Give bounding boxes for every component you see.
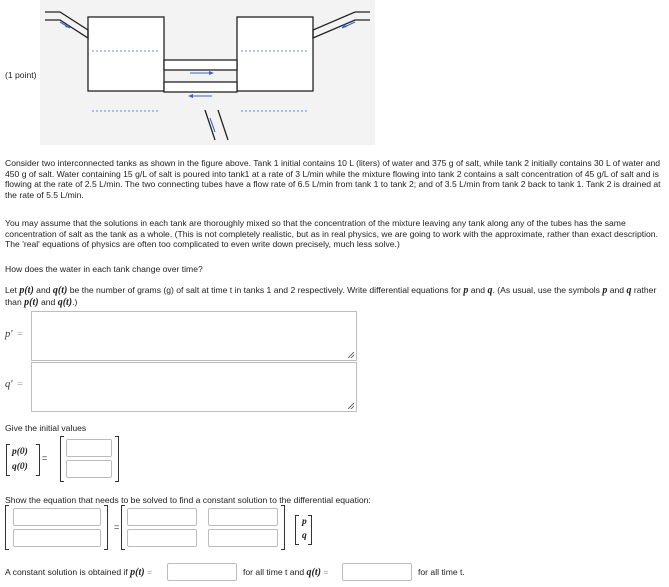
constant-p-input[interactable] <box>167 563 237 581</box>
matrix-right-bracket <box>281 505 285 550</box>
q-prime-label: q′ = <box>5 379 24 390</box>
matrix-r1c2-input[interactable] <box>208 508 278 526</box>
constant-solution-text-b: for all time t and q(t) = <box>243 567 329 578</box>
p0-input[interactable] <box>66 439 112 457</box>
vector-p0: p(0) <box>12 447 28 457</box>
resize-handle-icon[interactable] <box>348 352 354 358</box>
tank-2 <box>236 16 314 92</box>
matrix-r2c1-input[interactable] <box>127 529 197 547</box>
vector-q0: q(0) <box>12 462 28 472</box>
q0-input[interactable] <box>66 460 112 478</box>
vector-q: q <box>302 531 307 541</box>
problem-paragraph-1: Consider two interconnected tanks as sho… <box>5 158 661 200</box>
vector-p: p <box>302 517 307 527</box>
lhs-right-bracket <box>104 505 108 550</box>
initial-vector-left-bracket <box>6 444 10 476</box>
points-label: (1 point) <box>5 70 37 80</box>
pq-vector-left-bracket <box>295 515 299 545</box>
lhs-row2-input[interactable] <box>13 529 101 547</box>
initial-equals: = <box>42 453 48 463</box>
q-prime-textarea[interactable] <box>31 362 357 412</box>
initial-input-left-bracket <box>60 436 64 482</box>
matrix-left-bracket <box>121 505 125 550</box>
lhs-row1-input[interactable] <box>13 508 101 526</box>
tank-1 <box>87 16 165 92</box>
constant-equals: = <box>114 522 120 532</box>
initial-vector-right-bracket <box>36 444 40 476</box>
matrix-r2c2-input[interactable] <box>208 529 278 547</box>
resize-handle-icon[interactable] <box>348 403 354 409</box>
problem-paragraph-4: Let p(t) and q(t) be the number of grams… <box>5 285 657 308</box>
initial-values-label: Give the initial values <box>5 423 87 433</box>
problem-paragraph-2: You may assume that the solutions in eac… <box>5 218 658 250</box>
tanks-figure <box>40 0 375 145</box>
matrix-r1c1-input[interactable] <box>127 508 197 526</box>
constant-solution-text-c: for all time t. <box>418 567 465 577</box>
p-prime-label: p′ = <box>5 329 24 340</box>
constant-q-input[interactable] <box>342 563 412 581</box>
constant-solution-prompt: Show the equation that needs to be solve… <box>5 495 371 505</box>
lhs-left-bracket <box>5 505 9 550</box>
pq-vector-right-bracket <box>308 515 312 545</box>
constant-solution-text-a: A constant solution is obtained if p(t) … <box>5 567 153 578</box>
problem-paragraph-3: How does the water in each tank change o… <box>5 264 203 274</box>
p-prime-textarea[interactable] <box>31 311 357 361</box>
initial-input-right-bracket <box>115 436 119 482</box>
